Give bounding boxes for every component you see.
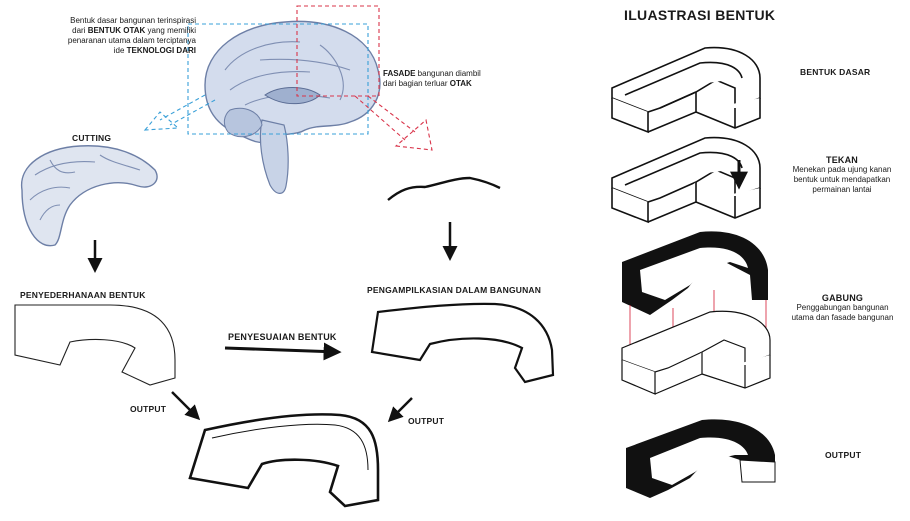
iso-output-form [626, 419, 775, 498]
intro-line-2-post: yang memiliki [145, 26, 196, 35]
facade-line-2-bold: OTAK [450, 79, 472, 88]
intro-line-1: Bentuk dasar bangunan terinspirasi [18, 16, 196, 26]
arrow-output-left [172, 392, 198, 418]
facade-line-2-pre: dari bagian terluar [383, 79, 450, 88]
facade-line-1-bold: FASADE [383, 69, 415, 78]
press-desc-1: Menekan pada ujung kanan [772, 165, 910, 175]
label-output-left: OUTPUT [130, 404, 166, 414]
label-apply: PENGAMPILKASIAN DALAM BANGUNAN [367, 285, 541, 295]
facade-line-1: FASADE bangunan diambil [383, 69, 481, 79]
intro-line-4: ide TEKNOLOGI DARI [18, 46, 196, 56]
label-output-right: OUTPUT [408, 416, 444, 426]
label-iso-output: OUTPUT [825, 450, 861, 460]
intro-line-2: dari BENTUK OTAK yang memiliki [18, 26, 196, 36]
intro-line-2-bold: BENTUK OTAK [88, 26, 146, 35]
intro-line-4-pre: ide [114, 46, 127, 55]
press-text: TEKAN Menekan pada ujung kanan bentuk un… [772, 155, 910, 195]
brain-cutting-image [22, 146, 157, 246]
simplified-shape [15, 305, 175, 385]
merge-desc-1: Penggabungan bangunan [775, 303, 910, 313]
merge-desc-2: utama dan fasade bangunan [775, 313, 910, 323]
press-title: TEKAN [772, 155, 910, 165]
press-desc-3: permainan lantai [772, 185, 910, 195]
label-cutting: CUTTING [72, 133, 111, 143]
label-adjust: PENYESUAIAN BENTUK [228, 332, 337, 342]
intro-line-2-pre: dari [72, 26, 88, 35]
facade-text: FASADE bangunan diambil dari bagian terl… [383, 69, 481, 89]
applied-shape [372, 304, 553, 382]
adjust-arrow [225, 348, 338, 352]
iso-merged-form [622, 231, 770, 394]
iso-basic-form [612, 48, 760, 132]
facade-line-1-rest: bangunan diambil [415, 69, 480, 78]
intro-line-3: penaranan utama dalam terciptanya [18, 36, 196, 46]
facade-line-2: dari bagian terluar OTAK [383, 79, 481, 89]
brain-sagittal-image [205, 21, 380, 193]
facade-curve [388, 178, 500, 200]
merge-title: GABUNG [775, 293, 910, 303]
label-simplify: PENYEDERHANAAN BENTUK [20, 290, 146, 300]
final-output-shape [190, 414, 378, 506]
press-desc-2: bentuk untuk mendapatkan [772, 175, 910, 185]
merge-text: GABUNG Penggabungan bangunan utama dan f… [775, 293, 910, 323]
label-basic-form: BENTUK DASAR [800, 67, 870, 77]
illustration-title: ILUASTRASI BENTUK [624, 7, 775, 23]
intro-text: Bentuk dasar bangunan terinspirasi dari … [18, 16, 196, 56]
intro-line-4-bold: TEKNOLOGI DARI [127, 46, 196, 55]
